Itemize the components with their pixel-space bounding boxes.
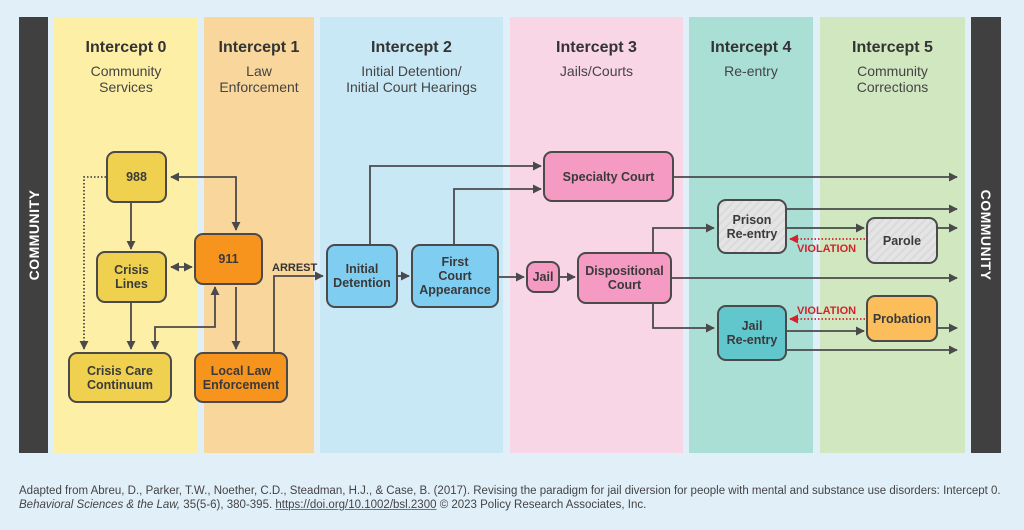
node-parole: Parole bbox=[866, 217, 938, 264]
community-bar-left: COMMUNITY bbox=[19, 17, 48, 453]
node-initial-detention: Initial Detention bbox=[326, 244, 398, 308]
edge-dispositional-jail-reentry bbox=[652, 304, 715, 333]
intercept-2-subtitle: Initial Detention/ Initial Court Hearing… bbox=[346, 63, 477, 95]
edge-dispositional-prison bbox=[652, 223, 715, 252]
arrest-label: ARREST bbox=[272, 262, 318, 274]
node-jail-label: Jail bbox=[532, 270, 554, 284]
edge-988-911 bbox=[170, 172, 241, 231]
node-988-label: 988 bbox=[126, 170, 147, 184]
node-local-law-enforcement: Local Law Enforcement bbox=[194, 352, 288, 403]
intercept-3-subtitle: Jails/Courts bbox=[559, 63, 634, 79]
intercept-4-title: Intercept 4 bbox=[710, 39, 792, 56]
intercept-3-title: Intercept 3 bbox=[556, 39, 637, 56]
intercept-5-title: Intercept 5 bbox=[852, 39, 933, 56]
node-jail-reentry-label: Jail Re-entry bbox=[726, 319, 778, 347]
node-988: 988 bbox=[106, 151, 167, 203]
node-crisis-lines-label: Crisis Lines bbox=[114, 263, 149, 291]
node-911: 911 bbox=[194, 233, 263, 285]
node-crisis-care-continuum: Crisis Care Continuum bbox=[68, 352, 172, 403]
node-crisis-care-label: Crisis Care Continuum bbox=[86, 363, 153, 392]
node-initial-detention-label: Initial Detention bbox=[333, 262, 391, 290]
violation-label-parole: VIOLATION bbox=[797, 243, 857, 255]
intercept-3-column: Intercept 3 Jails/Courts bbox=[510, 17, 683, 453]
doi-link[interactable]: https://doi.org/10.1002/bsl.2300 bbox=[275, 499, 437, 511]
citation: Adapted from Abreu, D., Parker, T.W., No… bbox=[19, 484, 1009, 512]
intercept-5-subtitle: Community Corrections bbox=[856, 63, 929, 95]
node-parole-label: Parole bbox=[882, 233, 922, 248]
citation-journal: Behavioral Sciences & the Law, bbox=[19, 499, 181, 511]
node-first-court-label: First Court Appearance bbox=[419, 255, 491, 297]
intercept-2-title: Intercept 2 bbox=[371, 39, 452, 56]
node-jail: Jail bbox=[526, 261, 560, 293]
node-probation-label: Probation bbox=[872, 311, 932, 326]
edge-911-crisis-care bbox=[150, 286, 220, 350]
citation-details: 35(5-6), 380-395. bbox=[180, 499, 276, 511]
intercept-1-title: Intercept 1 bbox=[218, 39, 300, 56]
node-crisis-lines: Crisis Lines bbox=[96, 251, 167, 303]
intercept-1-subtitle: Law Enforcement bbox=[219, 63, 299, 95]
node-prison-reentry-label: Prison Re-entry bbox=[726, 212, 778, 241]
intercept-0-title: Intercept 0 bbox=[85, 39, 167, 56]
node-dispositional-court: Dispositional Court bbox=[577, 252, 672, 304]
node-probation: Probation bbox=[866, 295, 938, 342]
edge-arrest bbox=[273, 271, 324, 352]
citation-text: Adapted from Abreu, D., Parker, T.W., No… bbox=[19, 485, 1001, 497]
edge-first-court-specialty bbox=[453, 184, 542, 244]
edge-988-crisis-care bbox=[79, 176, 106, 350]
intercept-2-column: Intercept 2 Initial Detention/ Initial Co… bbox=[320, 17, 503, 453]
node-specialty-court-label: Specialty Court bbox=[562, 169, 655, 184]
intercept-4-subtitle: Re-entry bbox=[724, 63, 778, 79]
node-dispositional-court-label: Dispositional Court bbox=[585, 264, 664, 292]
node-911-label: 911 bbox=[218, 252, 239, 266]
copyright-text: © 2023 Policy Research Associates, Inc. bbox=[436, 499, 647, 511]
node-prison-reentry: Prison Re-entry bbox=[717, 199, 787, 254]
violation-label-probation: VIOLATION bbox=[797, 305, 857, 317]
node-specialty-court: Specialty Court bbox=[543, 151, 674, 202]
edge-detention-first-court bbox=[369, 161, 542, 244]
node-first-court-appearance: First Court Appearance bbox=[411, 244, 499, 308]
node-jail-reentry: Jail Re-entry bbox=[717, 305, 787, 361]
intercept-0-subtitle: Community Services bbox=[90, 63, 162, 95]
community-bar-right: COMMUNITY bbox=[971, 17, 1001, 453]
node-local-law-label: Local Law Enforcement bbox=[202, 363, 280, 392]
